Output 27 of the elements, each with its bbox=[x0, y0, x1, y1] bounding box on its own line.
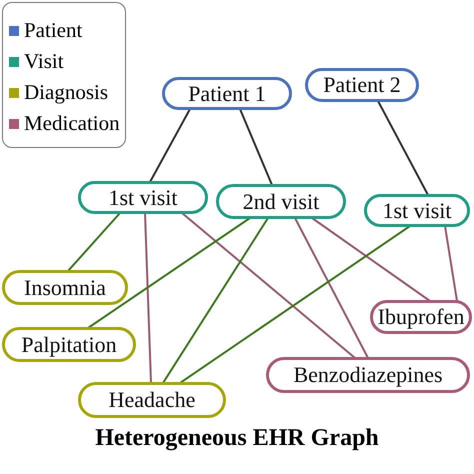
connector-line bbox=[444, 226, 458, 302]
legend-label: Visit bbox=[24, 49, 64, 74]
legend-label: Medication bbox=[24, 111, 120, 136]
legend-label: Patient bbox=[24, 18, 82, 43]
connector-line bbox=[149, 108, 191, 182]
node-pill: 1st visit bbox=[364, 194, 470, 227]
connector-line bbox=[294, 218, 369, 358]
node-pill: Benzodiazepines bbox=[266, 357, 470, 393]
connector-line bbox=[239, 108, 273, 186]
node-pill: Patient 1 bbox=[162, 77, 292, 110]
connector-line bbox=[179, 225, 411, 384]
connector-line bbox=[377, 100, 429, 196]
connector-line bbox=[144, 212, 152, 384]
connector-line bbox=[311, 217, 431, 302]
node-pill: Insomnia bbox=[2, 270, 128, 305]
connector-line bbox=[87, 217, 251, 329]
node-pill: Ibuprofen bbox=[370, 300, 472, 334]
node-pill: Headache bbox=[78, 382, 226, 418]
node-pill: 2nd visit bbox=[216, 184, 346, 219]
connector-line bbox=[67, 212, 121, 272]
connector-line bbox=[181, 212, 356, 359]
legend-label: Diagnosis bbox=[24, 80, 108, 105]
node-pill: Patient 2 bbox=[305, 68, 419, 102]
node-pill: Palpitation bbox=[2, 327, 136, 362]
node-pill: 1st visit bbox=[78, 181, 208, 214]
diagram-title: Heterogeneous EHR Graph bbox=[95, 425, 379, 451]
connector-line bbox=[162, 217, 269, 384]
